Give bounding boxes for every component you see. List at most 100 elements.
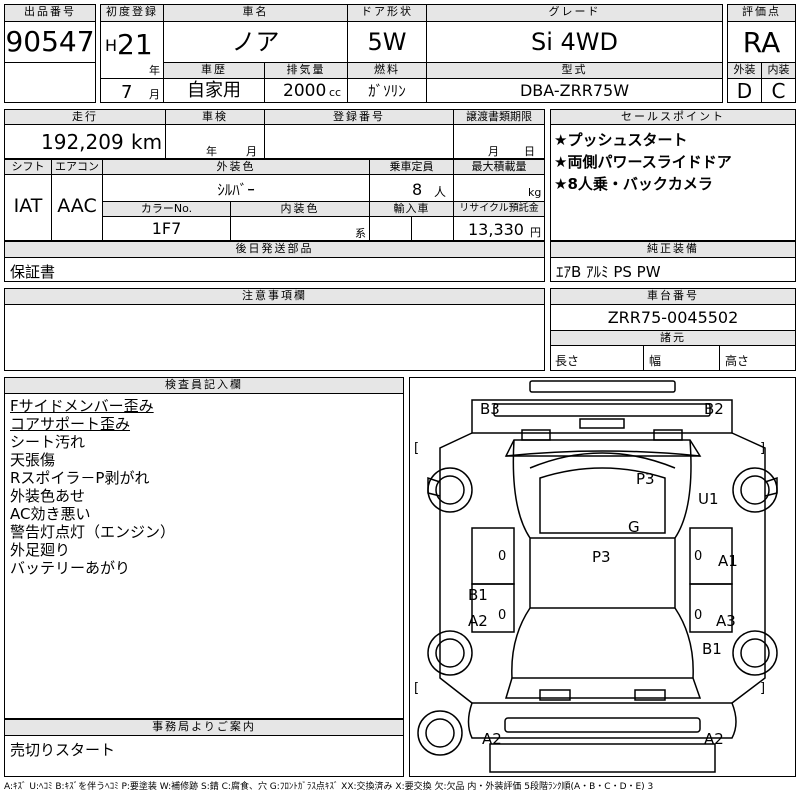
mark-g: G	[628, 518, 640, 536]
dims-length: 長さ	[555, 354, 580, 368]
transfer-day-unit: 日	[524, 145, 535, 158]
later-parts: 保証書	[10, 263, 56, 281]
capacity: 8	[412, 180, 423, 199]
inspection-box: 年 月	[165, 124, 265, 159]
svg-text:[: [	[414, 441, 419, 456]
overall-score: RA	[742, 26, 781, 59]
import-box-b	[411, 216, 454, 241]
inspector-note-line: 警告灯点灯（エンジン）	[10, 523, 176, 541]
door-box: 5W	[347, 21, 427, 63]
lot-number-label: 出品番号	[4, 4, 96, 22]
history: 自家用	[187, 80, 241, 101]
reg-year: 21	[117, 28, 153, 61]
history-box: 自家用	[163, 78, 265, 103]
ext-score-box: D	[727, 78, 762, 103]
capacity-label: 乗車定員	[369, 159, 454, 175]
shift-box: IAT	[4, 174, 52, 241]
inspection-year-unit: 年	[206, 145, 217, 158]
mark-b1-right: B1	[702, 640, 722, 658]
mark-a2-bottom-right: A2	[704, 730, 724, 748]
notes-label: 注意事項欄	[4, 288, 545, 305]
era: H	[105, 36, 118, 55]
displacement-unit: cc	[329, 86, 342, 99]
dims-height: 高さ	[725, 354, 750, 368]
max-load-unit: kg	[528, 186, 542, 199]
int-color-unit: 系	[355, 227, 366, 240]
reg-month-unit: 月	[149, 88, 160, 101]
chassis-label: 車台番号	[550, 288, 796, 305]
color-no-label: カラーNo.	[102, 201, 231, 217]
office-label: 事務局よりご案内	[4, 719, 404, 736]
displacement-label: 排気量	[264, 62, 348, 79]
color-no: 1F7	[151, 219, 182, 238]
mileage-box: 192,209 km	[4, 124, 166, 159]
fuel-box: ｶﾞｿﾘﾝ	[347, 78, 427, 103]
sales-points-label: セールスポイント	[550, 109, 796, 125]
svg-text:0: 0	[694, 549, 702, 564]
inspector-note-line: 天張傷	[10, 451, 56, 469]
dims-width: 幅	[649, 354, 662, 368]
recycle-label: リサイクル預託金	[453, 201, 545, 217]
svg-text:0: 0	[498, 608, 506, 623]
grade: Si 4WD	[530, 28, 618, 56]
mark-a1: A1	[718, 552, 738, 570]
sales-point-1: ★プッシュスタート	[554, 131, 688, 149]
history-label: 車歴	[163, 62, 265, 79]
inspector-note-line: Fサイドメンバー歪み	[10, 397, 154, 415]
lot-number: 90547	[5, 25, 95, 58]
displacement: 2000	[283, 81, 327, 101]
lot-number-box: 90547	[4, 21, 96, 63]
aircon-label: エアコン	[51, 159, 103, 175]
svg-text:0: 0	[498, 549, 506, 564]
equipment-label: 純正装備	[550, 241, 796, 258]
model-code: DBA-ZRR75W	[519, 81, 630, 100]
mark-a2-left: A2	[468, 612, 488, 630]
legend: A:ｷｽﾞ U:ﾍｺﾐ B:ｷｽﾞを伴うﾍｺﾐ P:要塗装 W:補修跡 S:錆 …	[4, 782, 654, 792]
mark-p3-mid: P3	[592, 548, 611, 566]
mark-b1-left: B1	[468, 586, 488, 604]
inspector-note-line: AC効き悪い	[10, 505, 91, 523]
fuel-label: 燃料	[347, 62, 427, 79]
notes-box	[4, 304, 545, 371]
first-registration-label: 初度登録	[100, 4, 164, 22]
score-label: 評価点	[727, 4, 796, 22]
first-registration-box: H 21 年 7 月	[100, 21, 164, 103]
car-name: ノア	[231, 28, 280, 56]
displacement-box: 2000 cc	[264, 78, 348, 103]
ext-score: D	[736, 79, 753, 103]
grade-box: Si 4WD	[426, 21, 723, 63]
inspector-note-line: コアサポート歪み	[10, 415, 131, 433]
mark-a3: A3	[716, 612, 736, 630]
sales-point-2: ★両側パワースライドドア	[554, 153, 732, 171]
mileage-unit: km	[131, 130, 163, 154]
registration-number-label: 登録番号	[264, 109, 454, 125]
svg-text:]: ]	[760, 441, 765, 456]
svg-text:]: ]	[760, 681, 765, 696]
grade-label: グレード	[426, 4, 723, 22]
svg-text:[: [	[414, 681, 419, 696]
mark-a2-bottom-left: A2	[482, 730, 502, 748]
car-name-box: ノア	[163, 21, 348, 63]
int-score: C	[771, 79, 786, 103]
color-no-box: 1F7	[102, 216, 231, 241]
inspector-note-line: Rスポイラ－P剥がれ	[10, 469, 150, 487]
inspector-label: 検査員記入欄	[4, 377, 404, 394]
ext-color: ｼﾙﾊﾞｰ	[217, 181, 255, 199]
ext-score-label: 外装	[727, 62, 762, 79]
ext-color-box: ｼﾙﾊﾞｰ	[102, 174, 370, 202]
import-label: 輸入車	[369, 201, 454, 217]
dims-box: 長さ 幅 高さ	[550, 345, 796, 371]
chassis-number: ZRR75-0045502	[607, 308, 739, 327]
transfer-month-unit: 月	[488, 145, 499, 158]
equipment: ｴｱB ｱﾙﾐ PS PW	[556, 263, 661, 281]
equipment-box: ｴｱB ｱﾙﾐ PS PW	[550, 257, 796, 282]
aircon: AAC	[57, 195, 97, 217]
shift: IAT	[13, 195, 43, 217]
capacity-box: 8 人	[369, 174, 454, 202]
inspector-note-line: シート汚れ	[10, 433, 86, 451]
office-box: 売切りスタート	[4, 735, 404, 777]
